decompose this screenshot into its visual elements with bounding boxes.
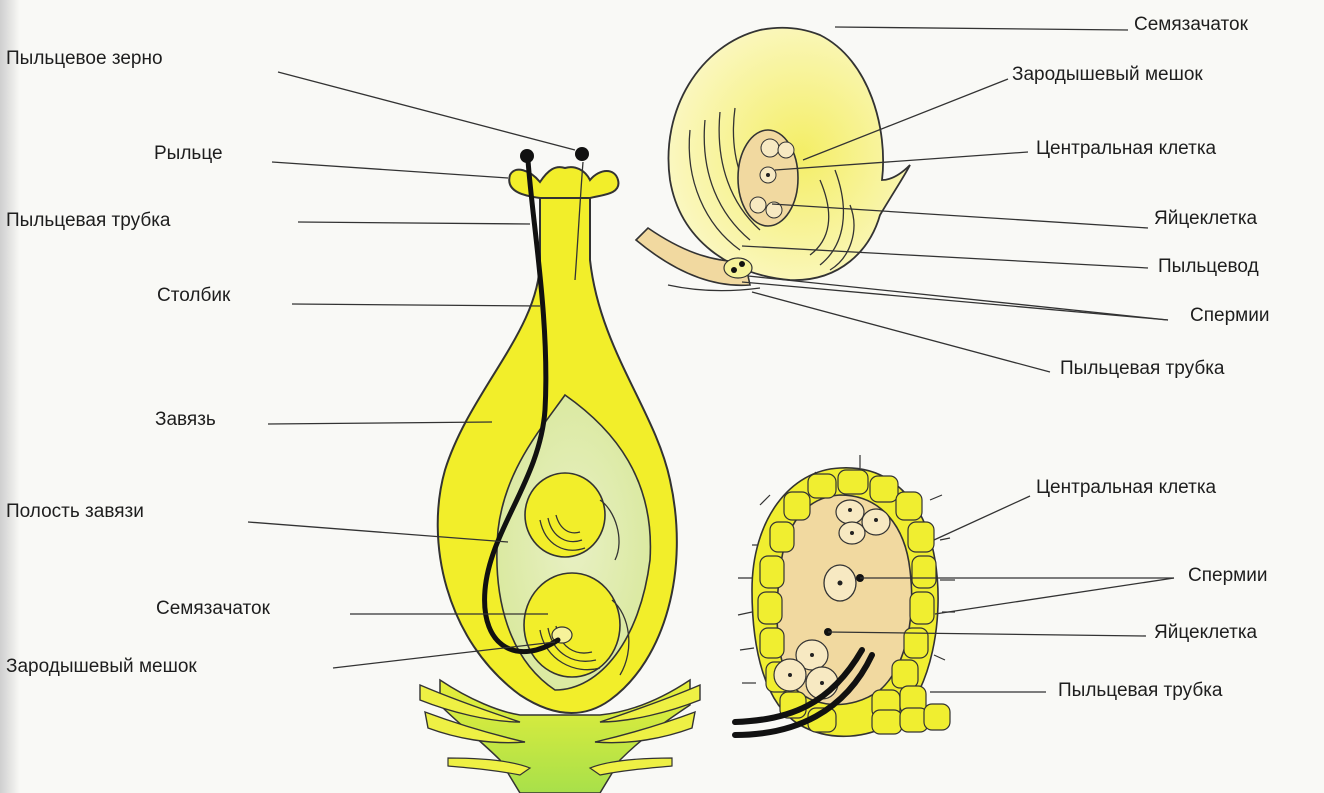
embryo-sac-detail xyxy=(735,455,955,736)
label-ovary: Завязь xyxy=(155,409,216,431)
label-central-cell-top: Центральная клетка xyxy=(1036,138,1216,160)
label-ovule-top: Семязачаток xyxy=(1134,14,1248,36)
pollen-grain-1 xyxy=(520,149,534,163)
label-stigma: Рыльце xyxy=(154,143,223,165)
label-ovary-cavity: Полость завязи xyxy=(6,501,144,523)
label-pollen-tube-top: Пыльцевая трубка xyxy=(1060,358,1225,380)
pollen-grain-2 xyxy=(575,147,589,161)
label-ovule-left: Семязачаток xyxy=(156,598,270,620)
label-pollen-tube-left: Пыльцевая трубка xyxy=(6,210,171,232)
label-style: Столбик xyxy=(157,285,230,307)
label-embryo-sac-top: Зародышевый мешок xyxy=(1012,64,1203,86)
label-egg-cell-bottom: Яйцеклетка xyxy=(1154,622,1257,644)
label-embryo-sac-left: Зародышевый мешок xyxy=(6,656,197,678)
label-sperms-top: Спермии xyxy=(1190,305,1269,327)
label-sperms-bottom: Спермии xyxy=(1188,565,1267,587)
stigma-shape xyxy=(509,167,618,198)
label-pollen-tube-bottom: Пыльцевая трубка xyxy=(1058,680,1223,702)
ovule-detail xyxy=(636,28,910,291)
label-micropyle: Пыльцевод xyxy=(1158,256,1259,278)
label-egg-cell-top: Яйцеклетка xyxy=(1154,208,1257,230)
label-pollen-grain: Пыльцевое зерно xyxy=(6,48,163,70)
label-central-cell-bottom: Центральная клетка xyxy=(1036,477,1216,499)
